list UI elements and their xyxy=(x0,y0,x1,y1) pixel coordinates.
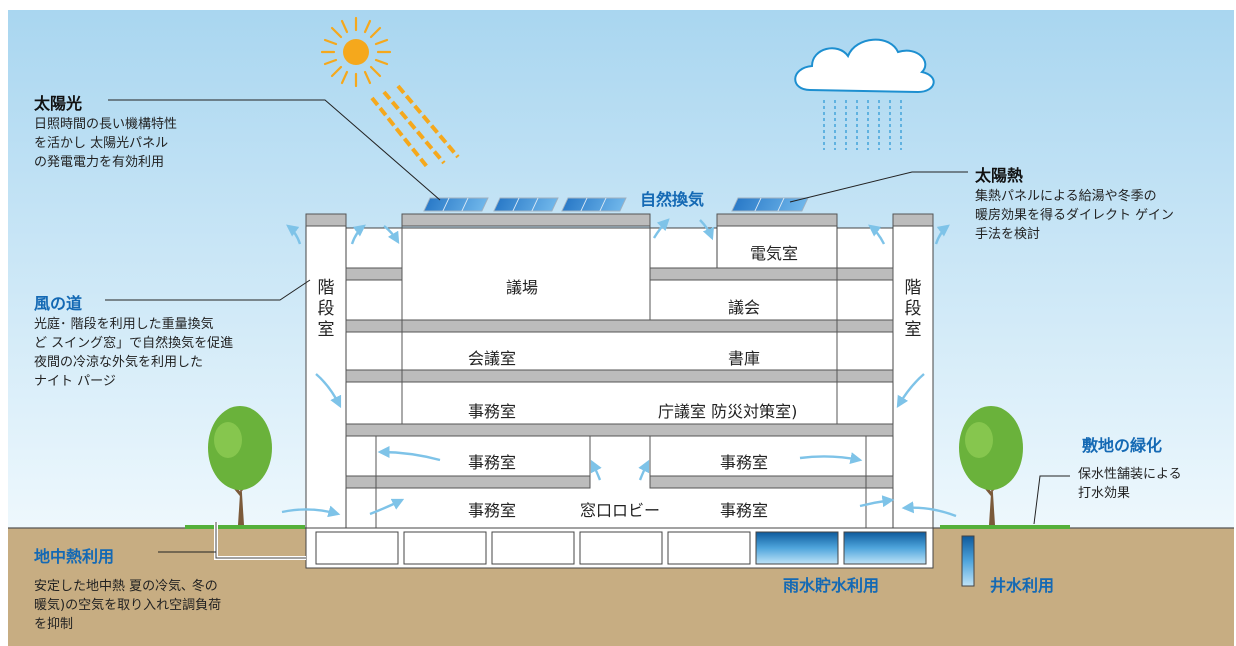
stair-tower-left xyxy=(305,213,347,529)
sun-icon xyxy=(320,16,392,88)
solar-light-line-1: 日照時間の長い機構特性 xyxy=(34,117,178,132)
site-greening-title: 敷地の緑化 xyxy=(1082,436,1163,455)
tree-right xyxy=(959,406,1023,525)
rainwater-tank xyxy=(755,531,839,565)
geothermal-line-2: 暖気)の空気を取り入れ空調負荷 xyxy=(34,598,222,613)
solar-light-line-3: の発電電力を有効利用 xyxy=(34,155,165,170)
wind-path-line-3: 夜間の冷涼な外気を利用した xyxy=(34,355,204,370)
solar-panels xyxy=(423,197,809,212)
wind-path-line-1: 光庭･ 階段を利用した重量換気 xyxy=(34,317,214,332)
solar-panel xyxy=(423,197,489,212)
wind-path-title: 風の道 xyxy=(34,294,83,313)
solar-heat-title: 太陽熱 xyxy=(975,166,1024,185)
room-electrical: 電気室 xyxy=(750,244,799,263)
room-agency-council: 庁議室 防災対策室) xyxy=(658,402,798,421)
rainwater-tank xyxy=(843,531,927,565)
site-greening-line-1: 保水性舗装による xyxy=(1078,467,1182,482)
solar-panel xyxy=(561,197,627,212)
solar-heat-line-3: 手法を検討 xyxy=(975,227,1041,242)
floor-slabs xyxy=(305,213,934,489)
room-office-2f-right: 事務室 xyxy=(720,453,769,472)
airflow-arrows xyxy=(281,218,957,518)
room-assembly-hall: 議場 xyxy=(506,278,539,297)
solar-heat-line-1: 集熱パネルによる給湯や冬季の xyxy=(975,189,1157,204)
room-stair-right: 階段室 xyxy=(904,278,922,340)
rain-icon xyxy=(823,100,902,150)
room-office-4f: 事務室 xyxy=(468,402,517,421)
well-water-title: 井水利用 xyxy=(990,576,1055,595)
solar-light-title: 太陽光 xyxy=(34,94,83,113)
tree-left xyxy=(208,406,272,525)
site-greening-line-2: 打水効果 xyxy=(1078,486,1131,501)
room-office-1f-right: 事務室 xyxy=(720,501,769,520)
leader-lines xyxy=(105,99,1070,553)
solar-heat-line-2: 暖房効果を得るダイレクト ゲイン xyxy=(975,208,1174,223)
natural-ventilation-title: 自然換気 xyxy=(640,190,705,209)
well xyxy=(961,535,975,587)
room-library: 書庫 xyxy=(728,349,761,368)
solar-panel xyxy=(493,197,559,212)
grass-left xyxy=(185,525,305,529)
stair-tower-right xyxy=(892,213,934,529)
wind-path-line-4: ナイト パージ xyxy=(34,374,116,389)
geothermal-title: 地中熱利用 xyxy=(34,547,115,566)
solar-light-line-2: を活かし 太陽光パネル xyxy=(34,136,169,151)
room-office-1f-left: 事務室 xyxy=(468,501,517,520)
wind-path-line-2: ど スイング窓」で自然換気を促進 xyxy=(34,336,234,351)
room-council: 議会 xyxy=(728,298,761,317)
geothermal-line-1: 安定した地中熱 夏の冷気､ 冬の xyxy=(34,579,218,594)
columns xyxy=(375,226,867,528)
rainwater-title: 雨水貯水利用 xyxy=(783,576,880,595)
sunlight-rays xyxy=(370,84,460,170)
geothermal-line-3: を抑制 xyxy=(34,617,74,632)
room-office-2f-left: 事務室 xyxy=(468,453,517,472)
grass-right xyxy=(940,525,1070,529)
room-counter-lobby: 窓口ロビー xyxy=(580,501,661,520)
basement-tanks xyxy=(315,531,927,565)
room-stair-left: 階段室 xyxy=(317,278,335,340)
cloud-icon xyxy=(794,38,935,94)
room-meeting: 会議室 xyxy=(468,349,517,368)
solar-thermal-panel xyxy=(731,197,809,212)
